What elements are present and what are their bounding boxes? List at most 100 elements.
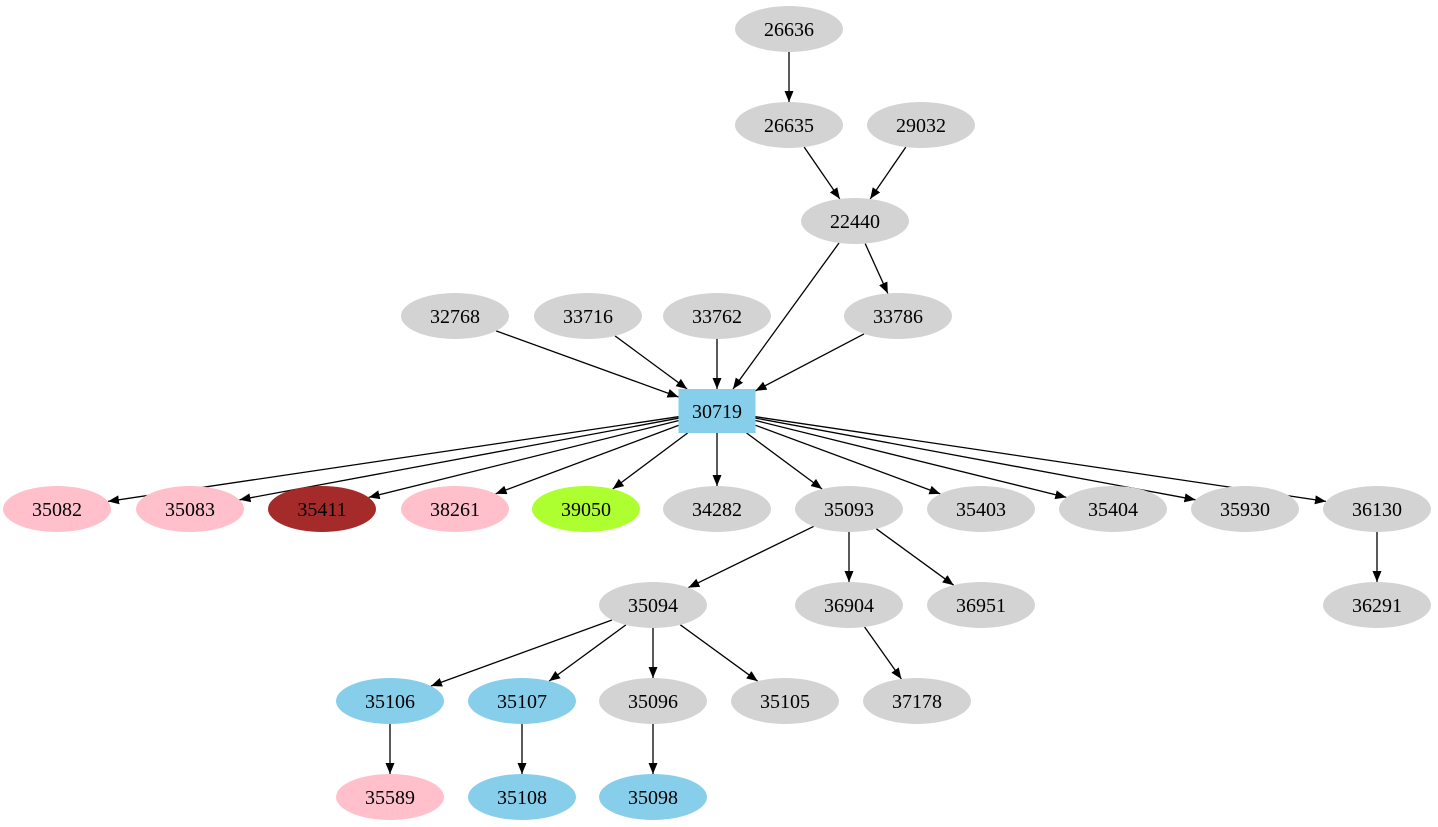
node-ellipse-shape — [867, 102, 975, 148]
edges-layer — [107, 52, 1382, 774]
node-label: 39050 — [561, 499, 611, 521]
node-32768: 32768 — [401, 293, 509, 339]
node-ellipse-shape — [599, 774, 707, 820]
node-35106: 35106 — [336, 678, 444, 724]
node-label: 36904 — [824, 595, 874, 617]
node-38261: 38261 — [401, 486, 509, 532]
node-ellipse-shape — [599, 582, 707, 628]
node-ellipse-shape — [1323, 582, 1431, 628]
node-ellipse-shape — [336, 774, 444, 820]
node-label: 35105 — [760, 691, 810, 713]
node-label: 37178 — [892, 691, 942, 713]
node-ellipse-shape — [1191, 486, 1299, 532]
node-label: 33762 — [692, 306, 742, 328]
node-label: 22440 — [830, 211, 880, 233]
node-ellipse-shape — [401, 293, 509, 339]
node-label: 35093 — [824, 499, 874, 521]
edge-30719-to-39050 — [612, 432, 688, 490]
node-label: 35411 — [297, 499, 346, 521]
node-label: 35404 — [1088, 499, 1138, 521]
node-35096: 35096 — [599, 678, 707, 724]
node-ellipse-shape — [795, 486, 903, 532]
node-label: 33786 — [873, 306, 923, 328]
node-37178: 37178 — [863, 678, 971, 724]
edge-35093-to-35094 — [688, 525, 814, 589]
node-36904: 36904 — [795, 582, 903, 628]
node-label: 29032 — [896, 115, 946, 137]
node-ellipse-shape — [532, 486, 640, 532]
node-ellipse-shape — [663, 486, 771, 532]
edge-35093-to-36951 — [875, 528, 955, 586]
node-label: 26635 — [764, 115, 814, 137]
node-ellipse-shape — [336, 678, 444, 724]
node-35403: 35403 — [927, 486, 1035, 532]
node-26636: 26636 — [735, 6, 843, 52]
edge-22440-to-30719 — [732, 242, 840, 390]
node-35082: 35082 — [3, 486, 111, 532]
edge-22440-to-33786 — [864, 243, 889, 294]
node-label: 35094 — [628, 595, 678, 617]
node-label: 35096 — [628, 691, 678, 713]
node-ellipse-shape — [731, 678, 839, 724]
node-34282: 34282 — [663, 486, 771, 532]
node-ellipse-shape — [1059, 486, 1167, 532]
node-35411: 35411 — [268, 486, 376, 532]
edge-32768-to-30719 — [495, 330, 679, 398]
node-22440: 22440 — [801, 198, 909, 244]
node-35105: 35105 — [731, 678, 839, 724]
node-35093: 35093 — [795, 486, 903, 532]
node-label: 35082 — [32, 499, 82, 521]
node-36291: 36291 — [1323, 582, 1431, 628]
edge-30719-to-38261 — [495, 424, 679, 495]
node-ellipse-shape — [801, 198, 909, 244]
edge-26635-to-22440 — [803, 146, 841, 200]
node-36130: 36130 — [1323, 486, 1431, 532]
node-label: 26636 — [764, 19, 814, 41]
node-label: 34282 — [692, 499, 742, 521]
nodes-layer: 26636 26635 29032 22440 32768 33716 33762 33786… — [3, 6, 1431, 820]
node-label: 33716 — [563, 306, 613, 328]
node-ellipse-shape — [468, 774, 576, 820]
edge-30719-to-35083 — [239, 417, 679, 503]
node-label: 36951 — [956, 595, 1006, 617]
node-label: 35106 — [365, 691, 415, 713]
node-label: 35589 — [365, 787, 415, 809]
edge-30719-to-35411 — [368, 419, 679, 500]
node-label: 35098 — [628, 787, 678, 809]
edge-29032-to-22440 — [869, 146, 907, 200]
node-35930: 35930 — [1191, 486, 1299, 532]
node-ellipse-shape — [735, 102, 843, 148]
node-35083: 35083 — [136, 486, 244, 532]
node-label: 38261 — [430, 499, 480, 521]
node-ellipse-shape — [268, 486, 376, 532]
node-ellipse-shape — [927, 582, 1035, 628]
edge-35094-to-35106 — [430, 619, 613, 687]
node-label: 35083 — [165, 499, 215, 521]
node-ellipse-shape — [735, 6, 843, 52]
edge-36904-to-37178 — [864, 626, 902, 680]
node-35108: 35108 — [468, 774, 576, 820]
node-label: 36130 — [1352, 499, 1402, 521]
node-35404: 35404 — [1059, 486, 1167, 532]
edge-35094-to-35105 — [679, 624, 759, 682]
node-ellipse-shape — [468, 678, 576, 724]
node-39050: 39050 — [532, 486, 640, 532]
node-ellipse-shape — [795, 582, 903, 628]
node-ellipse-shape — [136, 486, 244, 532]
node-ellipse-shape — [3, 486, 111, 532]
node-33786: 33786 — [844, 293, 952, 339]
node-box-shape — [678, 389, 756, 433]
node-label: 35108 — [497, 787, 547, 809]
node-35094: 35094 — [599, 582, 707, 628]
node-26635: 26635 — [735, 102, 843, 148]
node-ellipse-shape — [663, 293, 771, 339]
edge-30719-to-35093 — [746, 432, 823, 490]
node-35107: 35107 — [468, 678, 576, 724]
edge-30719-to-35403 — [755, 424, 941, 495]
edge-30719-to-35404 — [755, 419, 1067, 500]
edge-35094-to-35107 — [548, 624, 627, 682]
edge-33786-to-30719 — [755, 333, 865, 392]
edge-30719-to-35930 — [755, 417, 1196, 503]
edge-33716-to-30719 — [614, 335, 688, 390]
node-ellipse-shape — [927, 486, 1035, 532]
